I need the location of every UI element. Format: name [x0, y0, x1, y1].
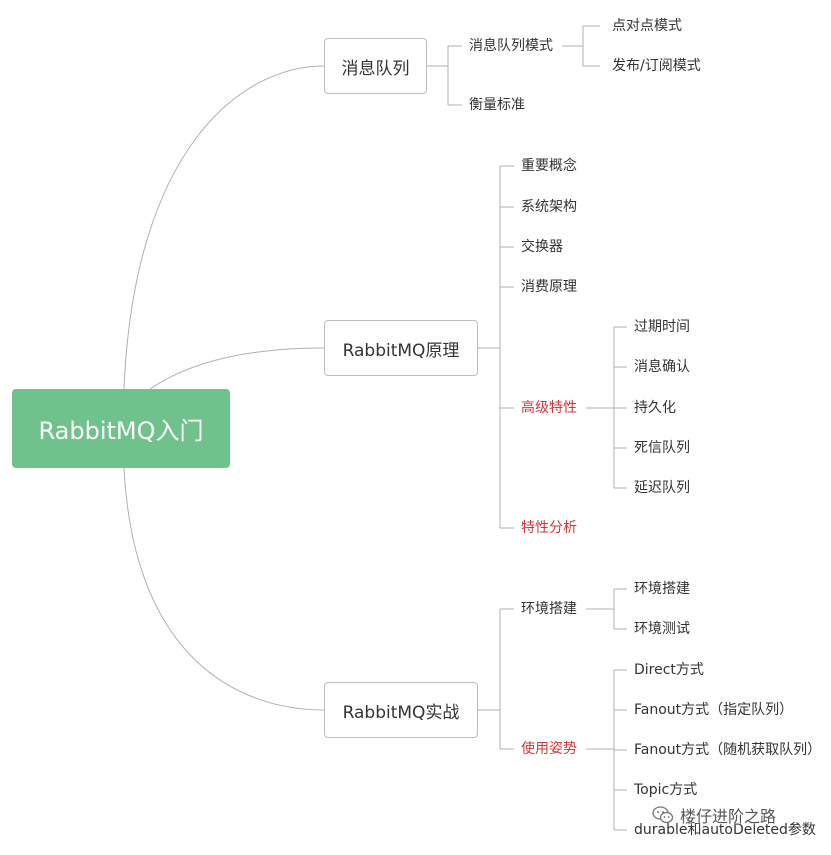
- node-message-queue-label: 消息队列: [341, 58, 410, 79]
- connector-principle: [478, 166, 501, 528]
- watermark-text: 楼仔进阶之路: [680, 807, 777, 826]
- leaf-fanout-fixed[interactable]: Fanout方式（指定队列）: [634, 702, 794, 718]
- leaf-fanout-random[interactable]: Fanout方式（随机获取队列）: [634, 742, 822, 758]
- leaf-direct[interactable]: Direct方式: [634, 662, 704, 678]
- connector-env: [586, 588, 627, 630]
- node-rabbitmq-practice[interactable]: RabbitMQ实战: [324, 682, 478, 738]
- leaf-ttl[interactable]: 过期时间: [634, 319, 690, 335]
- node-rabbitmq-principle[interactable]: RabbitMQ原理: [324, 320, 478, 376]
- connector-advanced-ticks: [614, 326, 627, 489]
- leaf-ack[interactable]: 消息确认: [634, 359, 690, 375]
- connector-advanced: [586, 327, 615, 488]
- leaf-system-architecture[interactable]: 系统架构: [521, 199, 577, 215]
- node-rabbitmq-practice-label: RabbitMQ实战: [342, 702, 460, 723]
- node-message-queue[interactable]: 消息队列: [324, 38, 427, 94]
- root-node[interactable]: RabbitMQ入门: [12, 389, 230, 468]
- connector-usage: [586, 669, 627, 831]
- leaf-env-build[interactable]: 环境搭建: [634, 581, 690, 597]
- leaf-durable[interactable]: 持久化: [634, 400, 676, 416]
- connector-practice: [478, 608, 514, 750]
- connector-queue: [427, 45, 462, 106]
- connector-queue-modes: [562, 25, 600, 67]
- leaf-usage[interactable]: 使用姿势: [521, 741, 577, 757]
- leaf-advanced-features[interactable]: 高级特性: [521, 400, 577, 416]
- leaf-env-setup[interactable]: 环境搭建: [521, 601, 577, 617]
- connector-root-principle: [149, 347, 325, 390]
- leaf-queue-modes[interactable]: 消息队列模式: [469, 38, 553, 54]
- watermark: 楼仔进阶之路: [652, 803, 776, 827]
- leaf-durable-autodelete[interactable]: durable和autoDeleted参数: [634, 822, 816, 838]
- node-rabbitmq-principle-label: RabbitMQ原理: [342, 340, 460, 361]
- connector-principle-ticks: [500, 165, 514, 529]
- leaf-exchange[interactable]: 交换器: [521, 239, 563, 255]
- leaf-env-test[interactable]: 环境测试: [634, 621, 690, 637]
- leaf-feature-analysis[interactable]: 特性分析: [521, 520, 577, 536]
- leaf-consume-principle[interactable]: 消费原理: [521, 279, 577, 295]
- connector-root-practice: [123, 467, 325, 711]
- wechat-icon: [652, 806, 674, 824]
- leaf-topic[interactable]: Topic方式: [634, 782, 698, 798]
- connector-root-queue: [123, 65, 325, 390]
- leaf-mode-p2p[interactable]: 点对点模式: [612, 18, 682, 34]
- root-label: RabbitMQ入门: [38, 417, 204, 445]
- leaf-delay-queue[interactable]: 延迟队列: [634, 480, 690, 496]
- leaf-queue-metrics[interactable]: 衡量标准: [469, 97, 525, 113]
- leaf-important-concept[interactable]: 重要概念: [521, 158, 577, 174]
- leaf-dead-letter[interactable]: 死信队列: [634, 440, 690, 456]
- leaf-mode-pubsub[interactable]: 发布/订阅模式: [612, 58, 701, 74]
